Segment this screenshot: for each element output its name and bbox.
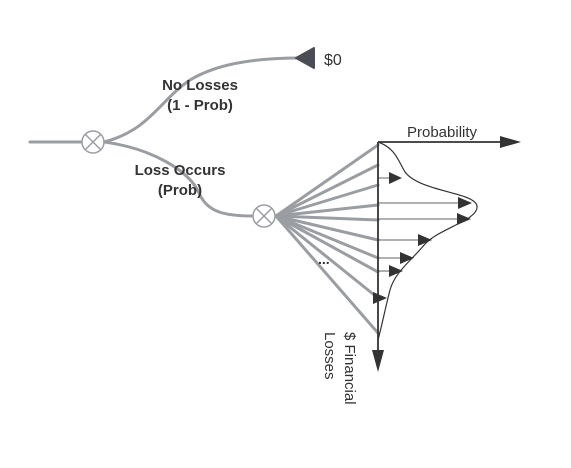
loss-occurs-label: Loss Occurs (135, 162, 226, 179)
no-losses-label: No Losses (162, 77, 238, 94)
outcome-ellipsis: ... (318, 251, 330, 267)
loss-occurs-branch (102, 140, 255, 218)
chance-node-1 (81, 130, 105, 154)
outcome-fan (274, 143, 380, 335)
no-losses-prob-label: (1 - Prob) (167, 97, 233, 114)
financial-losses-label: $ Financial (341, 332, 358, 405)
loss-occurs-prob-label: (Prob) (158, 182, 202, 199)
financial-losses-axis-arrow-icon (372, 350, 384, 372)
terminal-node-icon (295, 47, 315, 69)
probability-axis-arrow-icon (500, 136, 521, 148)
chance-node-2 (252, 204, 276, 228)
probability-axis-label: Probability (407, 124, 478, 141)
no-losses-branch (102, 56, 302, 144)
probability-arrows (373, 172, 472, 304)
terminal-value-label: $0 (324, 52, 342, 69)
financial-losses-label-2: Losses (321, 332, 338, 380)
